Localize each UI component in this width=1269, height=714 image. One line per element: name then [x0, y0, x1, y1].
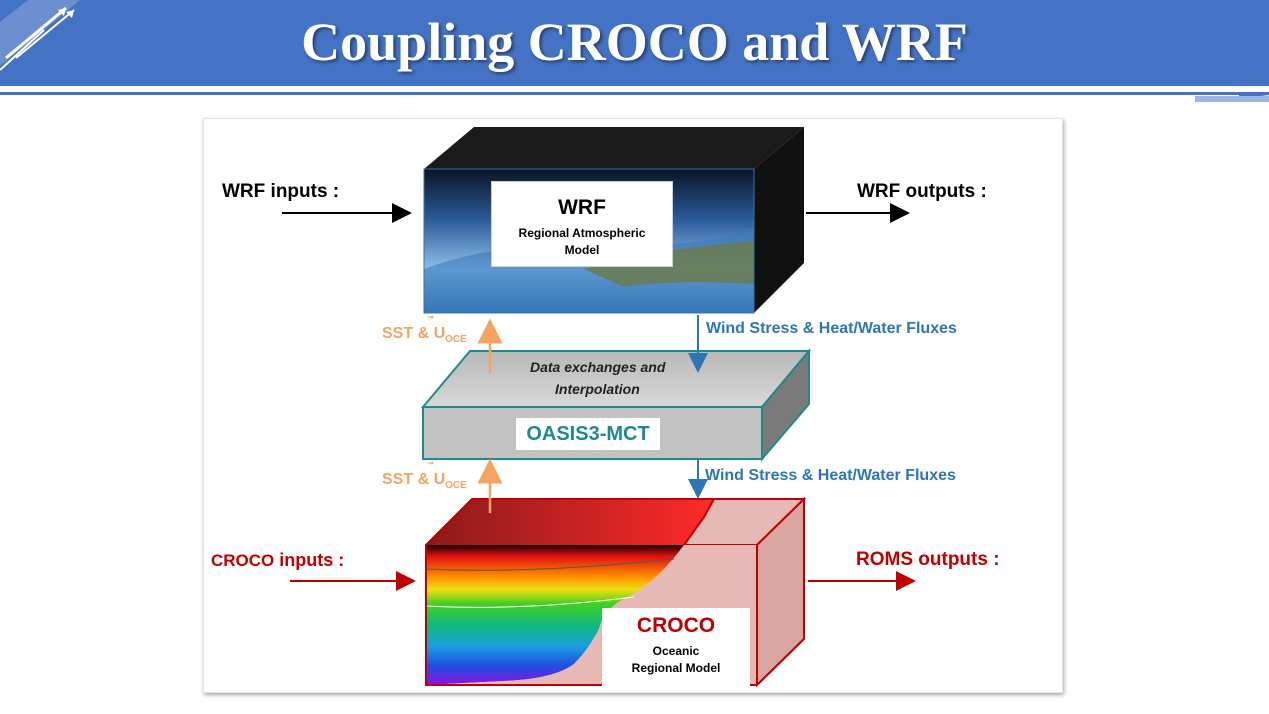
wrf-name: WRF — [558, 196, 606, 219]
croco-inputs-suffix: inputs : — [274, 550, 345, 570]
sst-label-top: SST & ⃗UOCE — [382, 325, 467, 345]
coupler-label-box: OASIS3-MCT — [516, 418, 660, 450]
diagram-graphics — [282, 127, 916, 688]
roms-outputs-label: ROMS outputs : — [856, 549, 1000, 570]
croco-desc-line1: Oceanic — [652, 644, 700, 658]
page-title: Coupling CROCO and WRF — [301, 12, 968, 72]
corner-tab — [1195, 92, 1269, 102]
flux-label-bottom: Wind Stress & Heat/Water Fluxes — [705, 467, 956, 484]
u-vector: ⃗U — [434, 325, 446, 343]
croco-desc-line2: Regional Model — [631, 661, 721, 675]
croco-name: CROCO — [636, 614, 716, 637]
arrows-logo-icon — [0, 0, 80, 71]
wrf-label-box: WRF Regional Atmospheric Model — [491, 181, 673, 267]
u-letter: U — [433, 471, 446, 488]
exchange-line2: Interpolation — [555, 381, 640, 397]
coupler-name: OASIS3-MCT — [526, 423, 650, 445]
coupling-diagram: WRF Regional Atmospheric Model WRF input… — [203, 118, 1063, 693]
wrf-desc-line2: Model — [564, 243, 600, 257]
sst-text: SST & — [382, 471, 434, 488]
wrf-outputs-label: WRF outputs : — [857, 181, 987, 202]
flux-label-top: Wind Stress & Heat/Water Fluxes — [706, 320, 957, 337]
wrf-inputs-label: WRF inputs : — [222, 181, 340, 202]
u-vector: ⃗U — [434, 471, 446, 489]
u-subscript: OCE — [445, 334, 467, 346]
croco-label-box: CROCO Oceanic Regional Model — [602, 608, 750, 688]
title-bar — [0, 0, 1269, 86]
u-subscript: OCE — [445, 480, 467, 492]
u-letter: U — [433, 325, 446, 342]
croco-inputs-name: CROCO — [211, 551, 275, 570]
sst-label-bottom: SST & ⃗UOCE — [382, 471, 467, 491]
croco-inputs-label: CROCO inputs : — [211, 550, 344, 571]
wrf-desc-line1: Regional Atmospheric — [518, 226, 646, 240]
sst-text: SST & — [382, 325, 434, 342]
title-divider — [0, 92, 1269, 95]
exchange-line1: Data exchanges and — [530, 359, 666, 375]
